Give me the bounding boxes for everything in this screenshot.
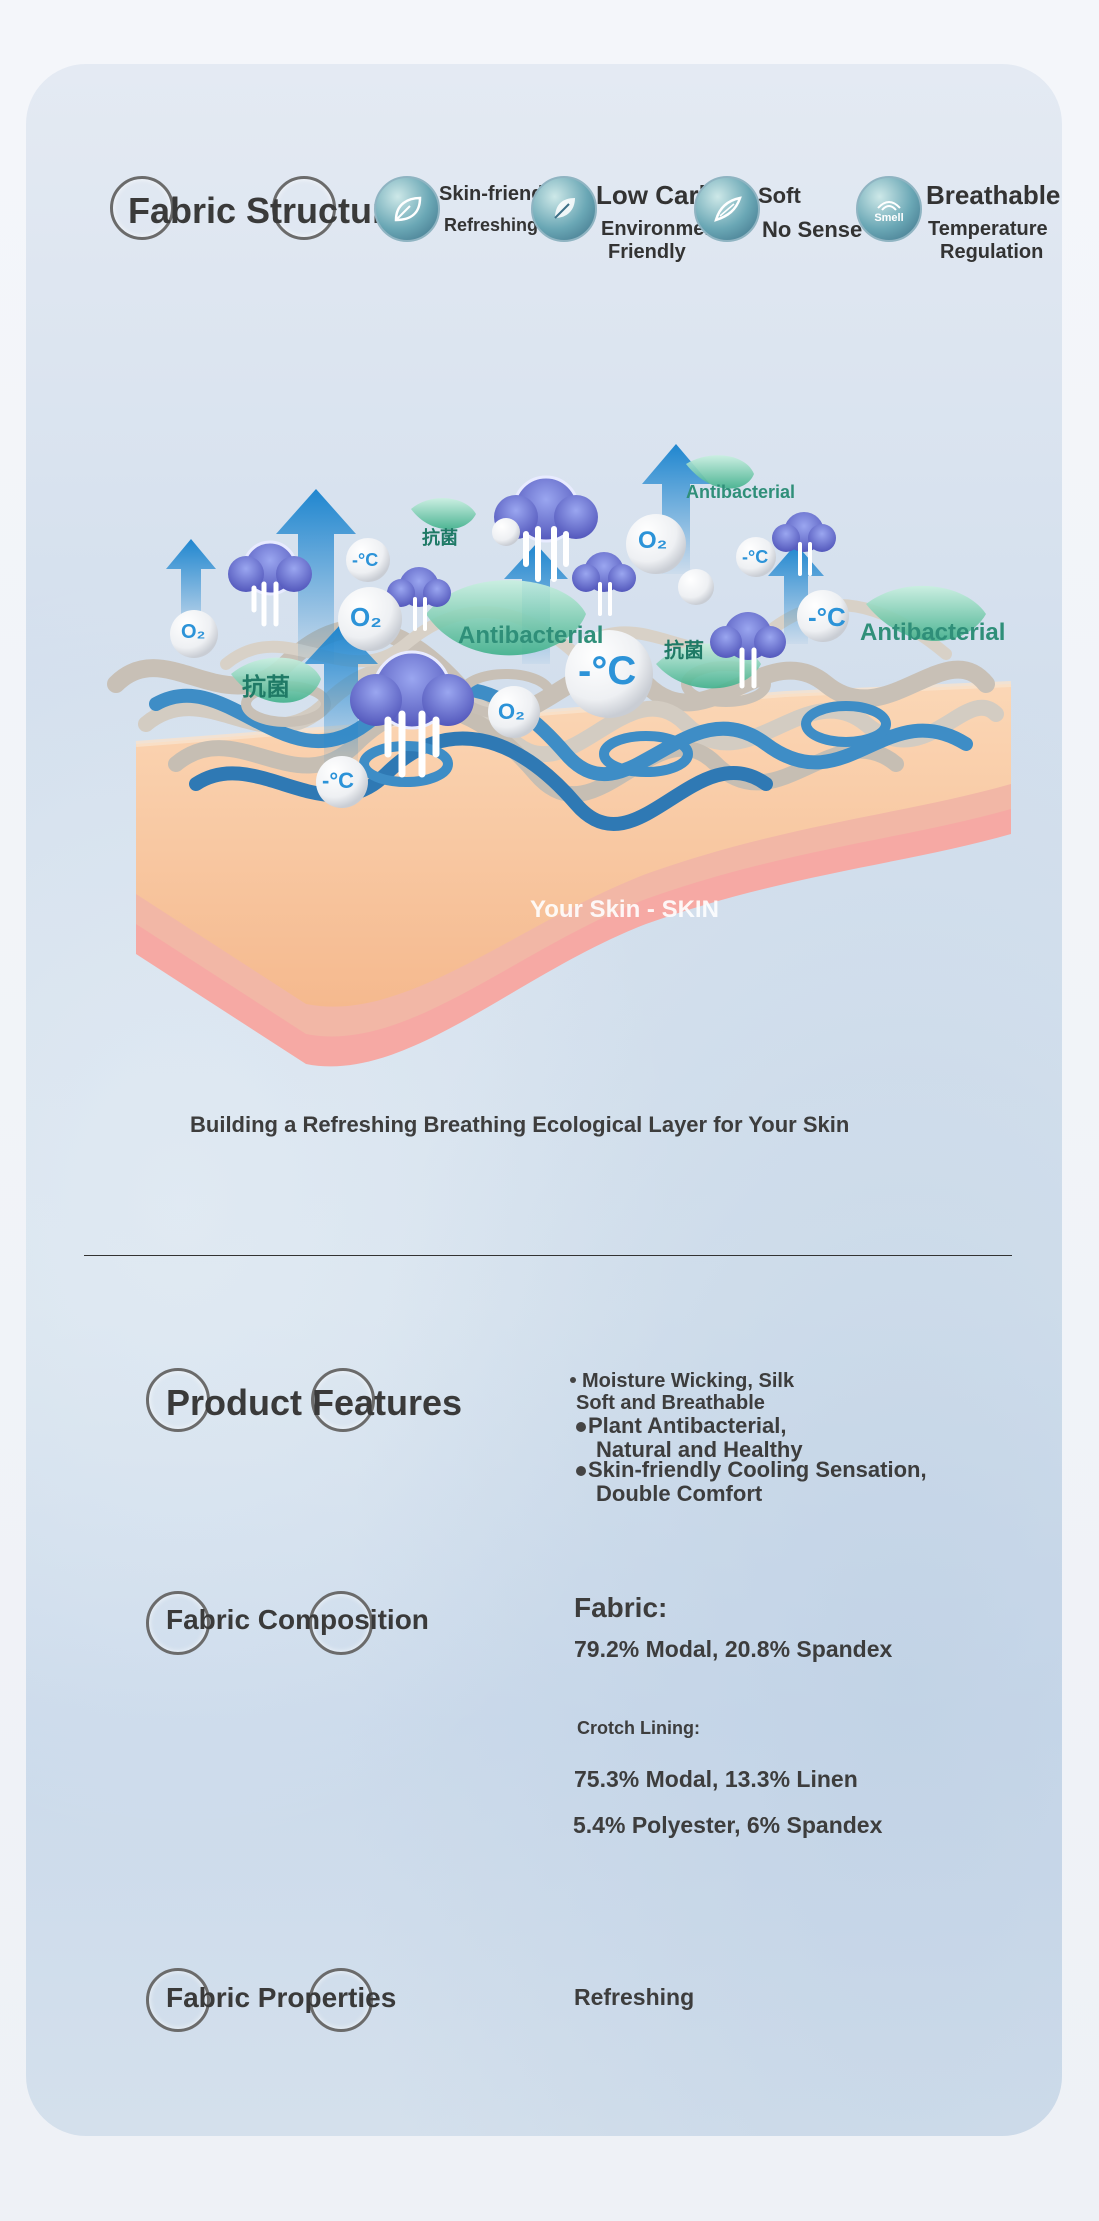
features-ring-right (311, 1368, 375, 1432)
badge-4-line1: Breathable (926, 180, 1061, 210)
zh-antibacterial-1: 抗菌 (422, 528, 458, 548)
arrow-2 (276, 489, 356, 664)
temp-label-2: -°C (578, 649, 637, 693)
composition-ring-left (146, 1591, 210, 1655)
composition-ring-right (309, 1591, 373, 1655)
arrow-3 (304, 624, 378, 764)
fabric-value: 79.2% Modal, 20.8% Spandex (574, 1636, 893, 1662)
breathable-icon: Smell (856, 176, 922, 242)
fabric-layers-graphic (107, 444, 1012, 1067)
crotch-lining-label: Crotch Lining: (577, 1718, 700, 1738)
properties-ring-left (146, 1968, 210, 2032)
temp-label-3: -°C (322, 768, 355, 793)
fabric-properties-title: Fabric Properties (166, 1982, 397, 2013)
lining-value-1: 75.3% Modal, 13.3% Linen (574, 1766, 858, 1792)
antibacterial-label-center: Antibacterial (458, 622, 604, 649)
fabric-properties-value: Refreshing (574, 1984, 695, 2010)
badge-4-line2: Temperature (928, 218, 1048, 240)
o2-label-3: O₂ (638, 527, 668, 554)
properties-ring-right (309, 1968, 373, 2032)
badge-4-line3: Regulation (940, 241, 1044, 263)
lining-value-2: 5.4% Polyester, 6% Spandex (573, 1812, 883, 1838)
arrow-1 (166, 539, 216, 634)
badge-3-line2: No Sense (762, 217, 863, 242)
temp-label-5: -°C (808, 602, 846, 632)
feature-3-line2: Double Comfort (596, 1481, 763, 1506)
soft-feather-icon (694, 176, 760, 242)
temp-label-4: -°C (742, 547, 769, 567)
fabric-label: Fabric: (574, 1592, 668, 1623)
badge-1-line2: Refreshing (444, 215, 539, 235)
fabric-structure-title: Fabric Structure (128, 190, 407, 231)
title-ring-right (272, 176, 336, 240)
skin-label: Your Skin - SKIN (530, 896, 719, 923)
feature-bullet-1 (570, 1377, 576, 1383)
antibacterial-label-small: Antibacterial (686, 482, 796, 502)
feature-2-line2: Natural and Healthy (596, 1437, 803, 1462)
badge-2-line3: Friendly (608, 241, 686, 263)
feature-1-line1: Moisture Wicking, Silk (582, 1370, 795, 1392)
zh-antibacterial-3: 抗菌 (242, 674, 290, 701)
zh-antibacterial-2: 抗菌 (664, 640, 704, 662)
bubbles (170, 514, 849, 808)
feature-bullet-3 (576, 1466, 586, 1476)
o2-label-4: O₂ (498, 699, 525, 724)
badge-3-line1: Soft (758, 183, 801, 208)
section-divider (84, 1255, 1012, 1256)
fabric-composition-title: Fabric Composition (166, 1604, 429, 1635)
vapor-clouds (228, 475, 836, 778)
badge-1-line1: Skin-friendly (439, 183, 561, 205)
tagline: Building a Refreshing Breathing Ecologic… (190, 1112, 850, 1137)
feature-2-line1: Plant Antibacterial, (588, 1413, 787, 1438)
feature-1-line2: Soft and Breathable (576, 1392, 765, 1414)
temp-label-1: -°C (352, 550, 379, 570)
product-features-title: Product Features (166, 1382, 463, 1423)
skin-friendly-icon (374, 176, 440, 242)
feature-3-line1: Skin-friendly Cooling Sensation, (588, 1457, 927, 1482)
o2-label-2: O₂ (350, 602, 382, 632)
breathable-icon-text: Smell (874, 212, 904, 224)
feature-bullet-2 (576, 1422, 586, 1432)
content-card: Fabric Structure Skin-friendly Refreshin… (26, 64, 1062, 2136)
low-carbon-icon (531, 176, 597, 242)
antibacterial-label-right: Antibacterial (860, 619, 1006, 646)
arrow-5 (642, 444, 710, 574)
fabric-illustration: Antibacterial Antibacterial Antibacteria… (86, 364, 1046, 1084)
breathing-arrows (166, 444, 824, 764)
o2-label-1: O₂ (181, 621, 206, 643)
title-ring-left (110, 176, 174, 240)
features-ring-left (146, 1368, 210, 1432)
